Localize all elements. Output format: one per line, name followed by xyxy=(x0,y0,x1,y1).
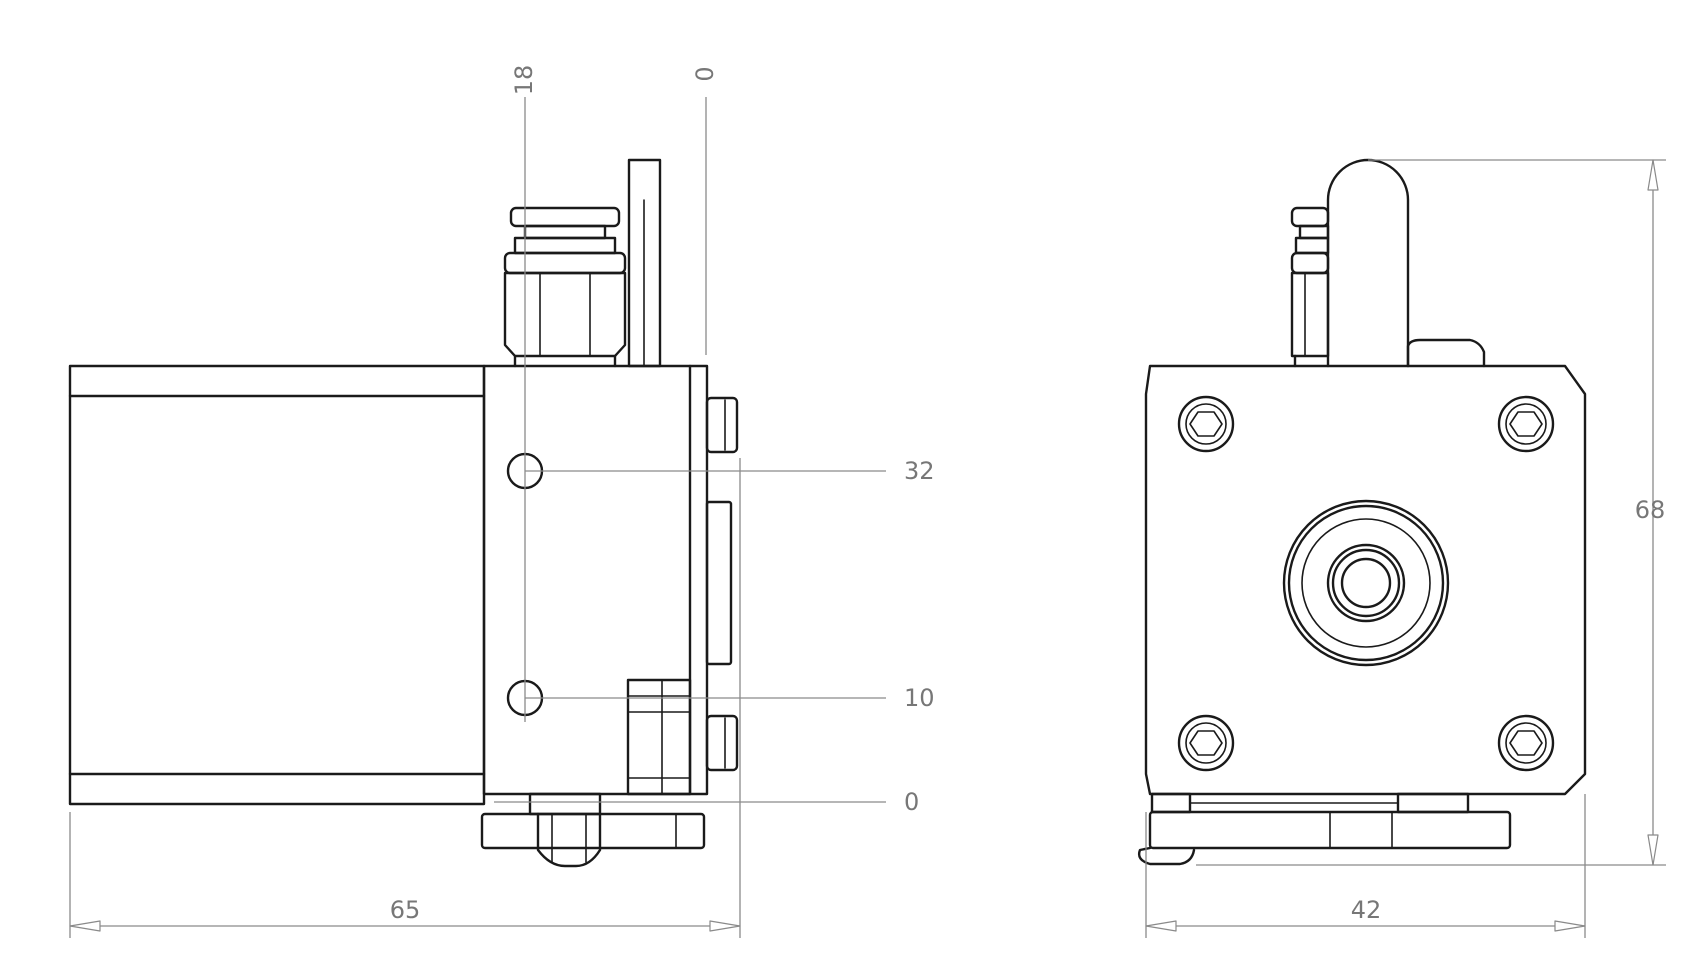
dim-width-42: 42 xyxy=(1351,896,1382,924)
front-view-dimensions: 42 68 xyxy=(1145,159,1666,938)
bottom-idler xyxy=(480,792,706,868)
dim-ordinate-0-top: 0 xyxy=(691,66,719,81)
corner-screws xyxy=(1177,395,1555,772)
motor-face xyxy=(1144,364,1587,796)
front-bowden-fitting xyxy=(1290,206,1330,368)
dim-width-65: 65 xyxy=(390,896,421,924)
dim-ordinate-10: 10 xyxy=(904,684,935,712)
front-small-cap xyxy=(1406,338,1486,368)
dim-ordinate-0-base: 0 xyxy=(904,788,919,816)
front-bottom-block xyxy=(1137,792,1512,866)
vertical-tab xyxy=(627,158,662,368)
side-view: 18 0 32 10 0 65 xyxy=(68,65,935,938)
bowden-fitting xyxy=(503,206,627,368)
front-view: 42 68 xyxy=(1137,158,1666,938)
side-view-dimensions: 18 0 32 10 0 65 xyxy=(69,65,935,938)
dim-height-68: 68 xyxy=(1635,496,1666,524)
extruder-block xyxy=(482,364,739,796)
dim-ordinate-18: 18 xyxy=(510,65,538,96)
dim-ordinate-32: 32 xyxy=(904,457,935,485)
front-lever-tab xyxy=(1326,158,1410,368)
motor-body xyxy=(68,364,486,806)
motor-boss xyxy=(1282,499,1450,667)
